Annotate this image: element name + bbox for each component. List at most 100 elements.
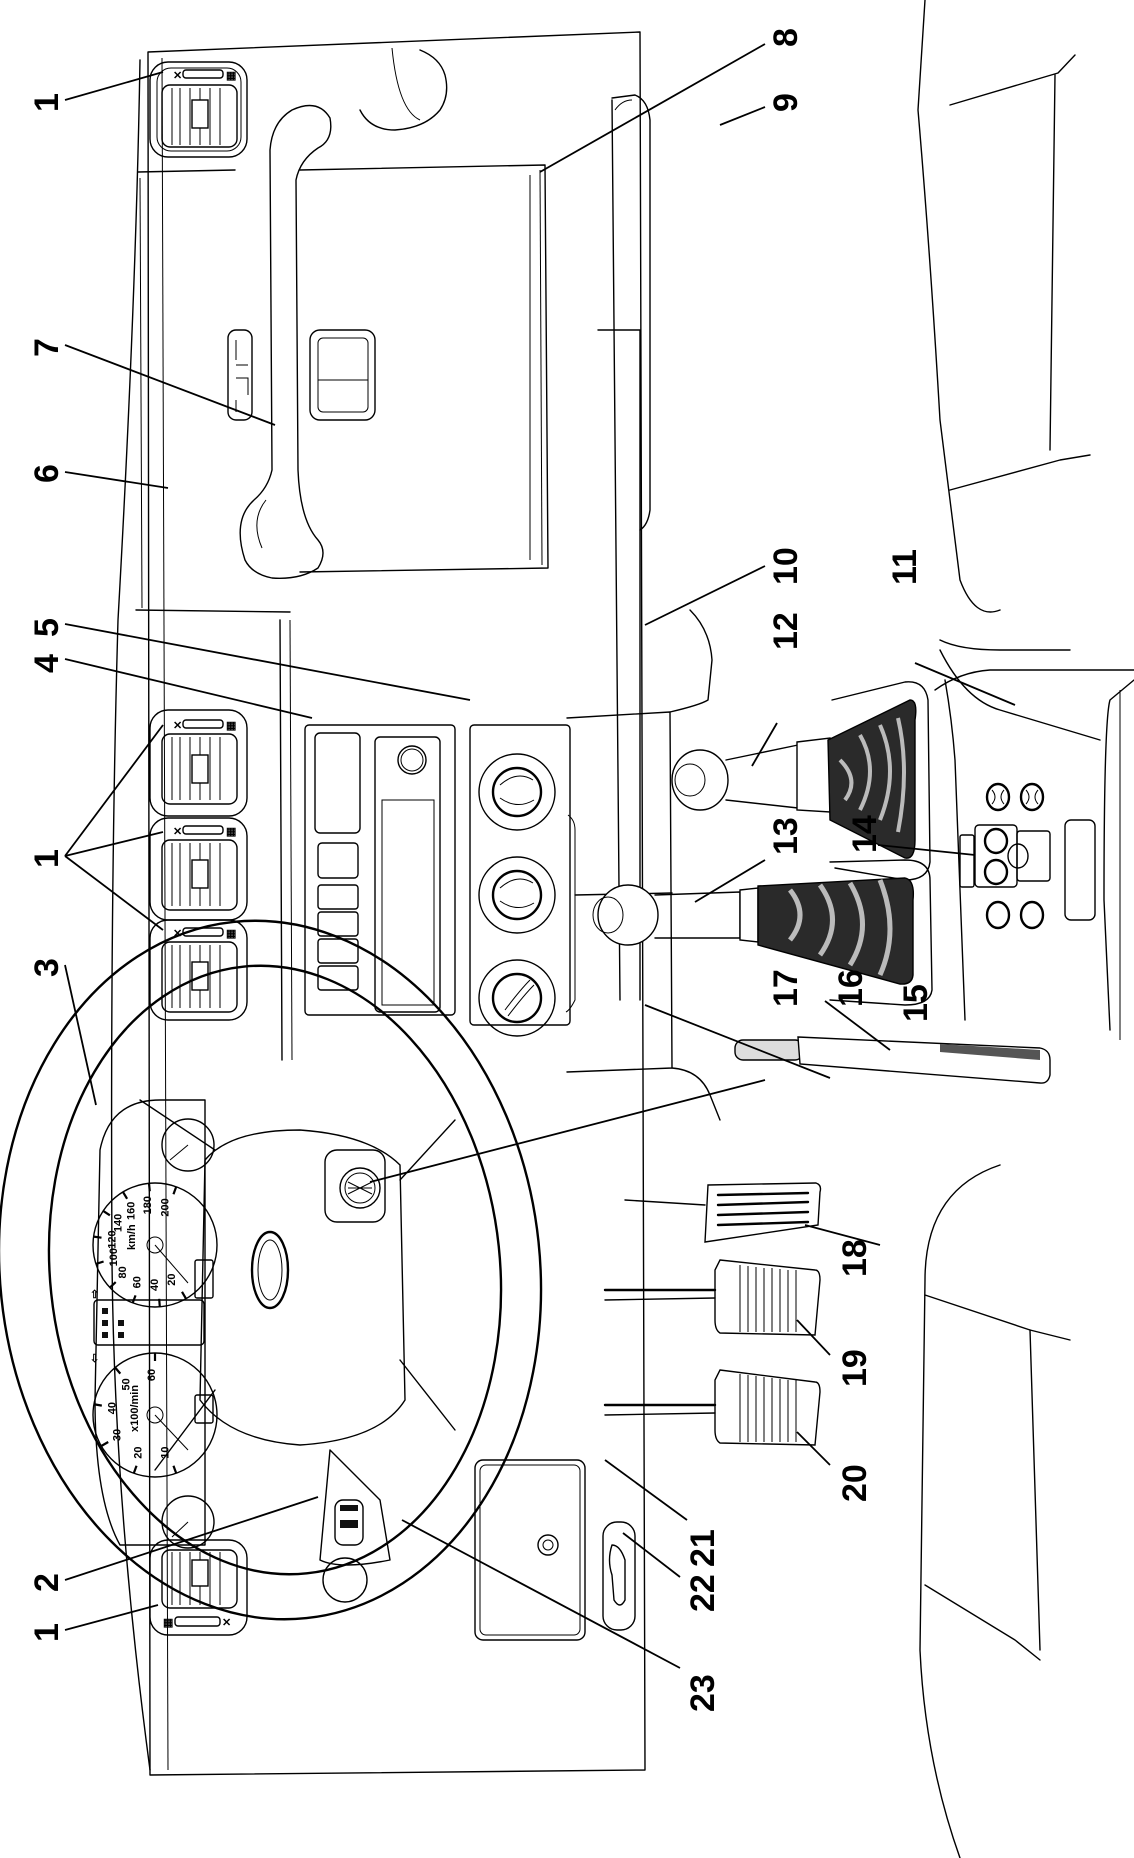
tachometer-tick-label: 10 (160, 1446, 172, 1458)
glove-box[interactable] (227, 164, 549, 573)
tachometer-unit: x100/min (129, 1385, 141, 1432)
tachometer-tick-label: 60 (146, 1369, 158, 1381)
callout-1-bottom: 1 (28, 1623, 66, 1642)
console-switch[interactable] (983, 858, 1009, 886)
transfer-case-boot (827, 681, 931, 881)
steering-wheel[interactable] (0, 894, 575, 1647)
steering-wheel-hub[interactable] (139, 1099, 456, 1471)
console-switch[interactable] (1019, 900, 1045, 930)
grab-handle[interactable] (239, 104, 332, 579)
hood-release-handle[interactable] (608, 1544, 626, 1606)
callout-11: 11 (886, 549, 924, 585)
callout-6: 6 (28, 464, 66, 483)
brake-release-button[interactable] (734, 1039, 804, 1061)
light-rotary-knob[interactable] (322, 1557, 368, 1603)
callout-20: 20 (836, 1464, 874, 1502)
turn-signal-right-icon: ⇩ (90, 1353, 99, 1365)
console-switch[interactable] (1019, 782, 1045, 812)
tachometer-tick-label: 40 (107, 1402, 119, 1414)
glove-box-latch[interactable] (309, 329, 376, 421)
warning-light (102, 1332, 108, 1338)
svg-text:▦: ▦ (226, 720, 236, 732)
callout-8: 8 (767, 28, 805, 47)
console-switch[interactable] (983, 827, 1009, 855)
svg-text:▦: ▦ (163, 1617, 173, 1629)
callout-10: 10 (767, 547, 805, 585)
switch-block (959, 782, 1051, 930)
speedometer-tick-label: 80 (117, 1266, 129, 1278)
callout-14: 14 (846, 815, 884, 853)
warning-light-panel (93, 1299, 205, 1346)
gear-shift-lever[interactable] (592, 884, 759, 946)
callout-2: 2 (28, 1573, 66, 1592)
switch-4[interactable] (317, 938, 359, 964)
switch-1[interactable] (317, 842, 359, 879)
callout-21: 21 (684, 1529, 722, 1567)
temperature-knob[interactable] (478, 753, 556, 831)
ignition-switch[interactable] (324, 1149, 386, 1223)
callout-19: 19 (836, 1349, 874, 1387)
console-switch[interactable] (985, 900, 1011, 930)
air-distribution-knob[interactable] (478, 856, 556, 934)
armrest-latch[interactable] (1064, 819, 1096, 921)
switch-2[interactable] (317, 884, 359, 910)
brake-pedal[interactable] (603, 1259, 821, 1336)
speedometer-tick-label: 40 (149, 1279, 161, 1291)
odometer-display (194, 1259, 214, 1299)
callout-4: 4 (28, 654, 66, 673)
speedometer-unit: km/h (126, 1224, 138, 1250)
driver-seat (919, 1164, 1071, 1858)
speedometer-tick-label: 140 (113, 1214, 125, 1232)
callout-15: 15 (897, 984, 935, 1022)
vent-slats (171, 88, 221, 145)
light-switch-panel (319, 1449, 391, 1603)
speedometer-tick-mark (172, 1186, 178, 1195)
callout-leaders (64, 43, 1016, 1669)
transfer-case-lever[interactable] (671, 737, 831, 813)
callout-1: 1 (28, 93, 66, 112)
svg-text:✕: ✕ (173, 928, 182, 940)
hood-release[interactable] (602, 1521, 636, 1631)
speedometer-tick-mark (109, 1281, 117, 1289)
tachometer-tick-mark (114, 1366, 122, 1375)
speedometer-tick-label: 160 (125, 1202, 137, 1220)
parking-brake-lever[interactable] (734, 1036, 1051, 1084)
air-vent-center-1[interactable]: ✕▦ (149, 709, 248, 817)
clutch-pedal[interactable] (603, 1369, 821, 1446)
radio-knob[interactable] (397, 745, 427, 775)
speedometer-tick-mark (181, 1291, 187, 1300)
speedometer-tick-mark (95, 1260, 104, 1265)
speedometer-tick-mark (147, 1183, 151, 1192)
fuse-box-cover[interactable] (474, 1459, 586, 1641)
speedometer-tick-mark (102, 1210, 111, 1217)
air-vent-top[interactable]: ✕ ▦ (149, 61, 248, 158)
accelerator-pedal[interactable] (624, 1182, 822, 1243)
speedometer-tick-mark (122, 1191, 129, 1200)
speedometer-tick-mark (93, 1235, 102, 1239)
console-switch[interactable] (985, 782, 1011, 812)
warning-light (118, 1320, 124, 1326)
callout-18: 18 (836, 1239, 874, 1277)
vent-slider[interactable] (182, 69, 224, 79)
air-vent-bottom[interactable]: ▦✕ (149, 1539, 248, 1636)
switch-row (317, 842, 359, 991)
dashboard-outline (110, 31, 646, 1776)
fan-speed-knob[interactable] (478, 959, 556, 1037)
speedometer-tick-label: 200 (160, 1198, 172, 1216)
air-vent-center-3[interactable]: ✕▦ (149, 919, 248, 1021)
warning-light (102, 1320, 108, 1326)
headlight-switch[interactable] (334, 1499, 364, 1546)
svg-text:✕: ✕ (222, 1617, 231, 1629)
switch-5[interactable] (317, 965, 359, 991)
radio-unit[interactable] (374, 736, 441, 1013)
center-air-vents: ✕▦ ✕▦ ✕▦ (149, 709, 248, 1021)
warning-light (102, 1308, 108, 1314)
heater-controls (469, 724, 571, 1037)
callout-17: 17 (767, 969, 805, 1007)
callout-23: 23 (684, 1674, 722, 1712)
callout-5: 5 (28, 618, 66, 637)
hazard-switch[interactable] (227, 329, 253, 421)
